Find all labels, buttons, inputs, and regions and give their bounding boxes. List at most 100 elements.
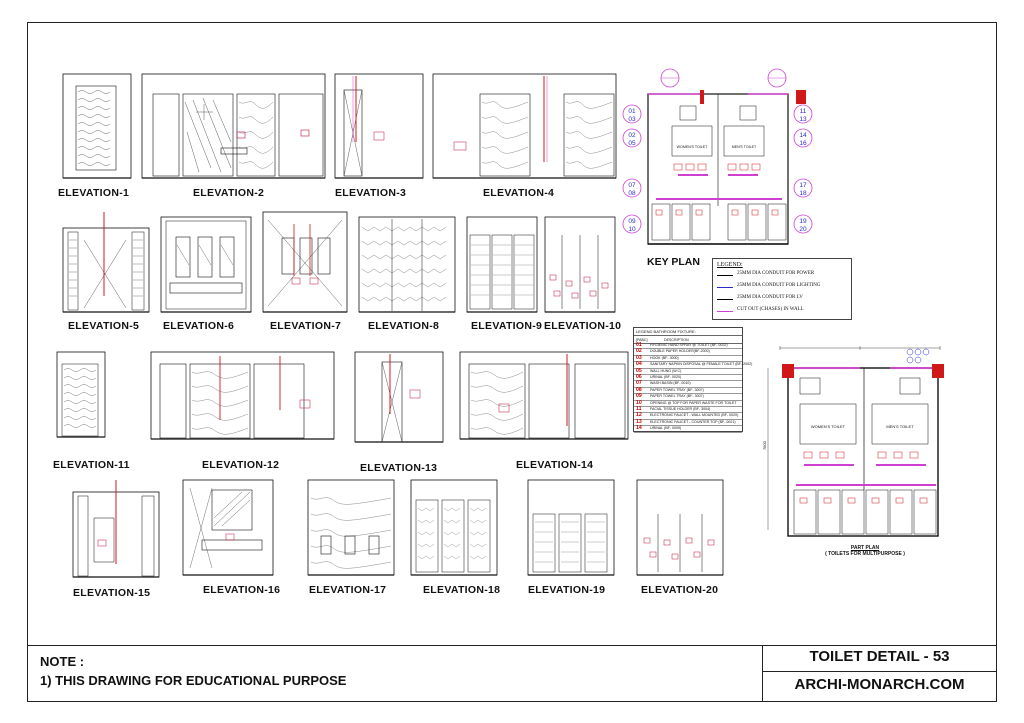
fixture-no: 08 (636, 386, 642, 393)
elevation-14-drawing (459, 350, 629, 442)
fixture-no: 04 (636, 361, 642, 368)
legend-line (717, 311, 733, 312)
elevation-label: ELEVATION-4 (483, 187, 555, 199)
fixture-no: 03 (636, 354, 642, 361)
col-desc: DESCRIPTION (664, 337, 689, 342)
elevation-2-drawing (141, 72, 326, 182)
fixture-no: 09 (636, 393, 642, 400)
key-marker: 20 (799, 226, 807, 233)
elevation-13-drawing (354, 350, 444, 445)
fixture-no: 01 (636, 342, 642, 348)
part-plan-title: PART PLAN (850, 545, 880, 551)
legend-title: LEGEND: (717, 262, 743, 268)
legend-text: 25MM DIA CONDUIT FOR LIGHTING (737, 283, 821, 288)
elevation-label: ELEVATION-15 (73, 587, 151, 599)
elevation-label: ELEVATION-8 (368, 320, 440, 332)
elevation-label: ELEVATION-18 (423, 584, 501, 596)
legend-text: 25MM DIA CONDUIT FOR POWER (737, 271, 815, 276)
elevation-5-drawing (62, 210, 150, 315)
note-title: NOTE : (40, 654, 85, 669)
part-plan-subtitle: ( TOILETS FOR MULTIPURPOSE ) (825, 551, 905, 557)
key-marker: 03 (628, 116, 636, 123)
note-text: 1) THIS DRAWING FOR EDUCATIONAL PURPOSE (40, 673, 347, 688)
elevation-17-drawing (307, 478, 395, 578)
elevation-12-drawing (150, 350, 335, 442)
elevation-label: ELEVATION-20 (641, 584, 719, 596)
fixture-desc: DOUBLE PAPER HOLDER(BF-2000) (650, 349, 710, 354)
room-label: WOMEN'S TOILET (811, 424, 846, 429)
key-marker: 17 (799, 182, 807, 189)
fixture-no: 07 (636, 380, 642, 387)
fixture-table-header: [PABC] DESCRIPTION (634, 335, 742, 344)
key-marker: 18 (799, 190, 807, 197)
fixture-desc: ELECTRONIC FAUCET - WALL MOUNTED (BF- 00… (650, 413, 739, 418)
elevation-9-drawing (466, 215, 538, 315)
key-marker: 19 (799, 218, 807, 225)
legend-row: 25MM DIA CONDUIT FOR POWER (717, 271, 847, 279)
fixture-no: 10 (636, 399, 642, 406)
room-label: WOMEN'S TOILET (677, 145, 709, 149)
fixture-desc: FACIAL TISSUE HOLDER (BF- 3004) (650, 407, 711, 411)
elevation-label: ELEVATION-12 (202, 459, 280, 471)
elevation-1-drawing (62, 72, 132, 182)
fixture-desc: URINAL (BF- 0009) (650, 426, 682, 431)
note-box (27, 645, 762, 702)
key-marker: 14 (799, 132, 807, 139)
fixture-desc: WALL HUNG (W.C) (650, 368, 682, 373)
elevation-4-drawing (432, 72, 617, 182)
elevation-label: ELEVATION-5 (68, 320, 140, 332)
legend-row: 25MM DIA CONDUIT FOR LV (717, 295, 847, 303)
fixture-table-title: LEGEND BATHROOM FIXTURE: (636, 329, 696, 334)
fixture-desc: HYGIENIC HAND SPRAY @ TOILET (BF- 0022) (650, 343, 728, 347)
key-marker: 01 (628, 108, 636, 115)
elevation-label: ELEVATION-6 (163, 320, 235, 332)
elevation-label: ELEVATION-7 (270, 320, 342, 332)
key-marker: 13 (799, 116, 807, 123)
key-marker: 08 (628, 190, 636, 197)
elevation-19-drawing (527, 478, 615, 578)
elevation-7-drawing (262, 210, 348, 315)
elevation-label: ELEVATION-13 (360, 462, 438, 474)
legend-text: 25MM DIA CONDUIT FOR LV (737, 295, 803, 300)
drawing-area: ELEVATION-1 ELEVATION-2 (53, 66, 944, 599)
title-divider (762, 671, 997, 672)
elevation-20-drawing (636, 478, 724, 578)
fixture-desc: PAPER TOWEL TRAY (BF- 3007) (650, 387, 704, 392)
elevation-label: ELEVATION-19 (528, 584, 606, 596)
table-row: 02 DOUBLE PAPER HOLDER(BF-2000) (634, 348, 742, 356)
elevation-3-drawing (334, 72, 424, 182)
key-marker: 07 (628, 182, 636, 189)
fixture-no: 13 (636, 418, 642, 425)
elevation-6-drawing (160, 215, 252, 315)
legend-line (717, 287, 733, 288)
title-block (762, 645, 997, 702)
legend-line (717, 275, 733, 276)
fixture-desc: SANITARY NAPKIN DISPOSAL @ FEMALE TOILET… (650, 362, 753, 367)
key-plan-label: KEY PLAN (647, 256, 700, 268)
fixture-no: 11 (636, 406, 642, 412)
elevation-label: ELEVATION-11 (53, 459, 130, 471)
key-marker: 10 (628, 226, 636, 233)
fixture-no: 02 (636, 348, 642, 355)
table-row: 08 PAPER TOWEL TRAY (BF- 3007) (634, 386, 742, 395)
conduit-legend: LEGEND: 25MM DIA CONDUIT FOR POWER 25MM … (712, 258, 852, 320)
elevation-16-drawing (182, 478, 274, 578)
legend-row: CUT OUT (CHASES) IN WALL (717, 307, 847, 315)
elevation-8-drawing (358, 215, 456, 315)
elevation-18-drawing (410, 478, 498, 578)
table-row: 04 SANITARY NAPKIN DISPOSAL @ FEMALE TOIL… (634, 361, 752, 369)
legend-row: 25MM DIA CONDUIT FOR LIGHTING (717, 283, 847, 291)
fixture-desc: PAPER TOWEL TRAY (BF- 3007) (650, 394, 704, 399)
elevation-11-drawing (56, 350, 106, 440)
key-marker: 05 (628, 140, 636, 147)
key-plan-drawing: 01 03 11 13 02 05 14 16 07 08 17 18 09 1… (620, 66, 815, 256)
fixture-no: 05 (636, 367, 642, 374)
elevation-15-drawing (72, 478, 160, 580)
